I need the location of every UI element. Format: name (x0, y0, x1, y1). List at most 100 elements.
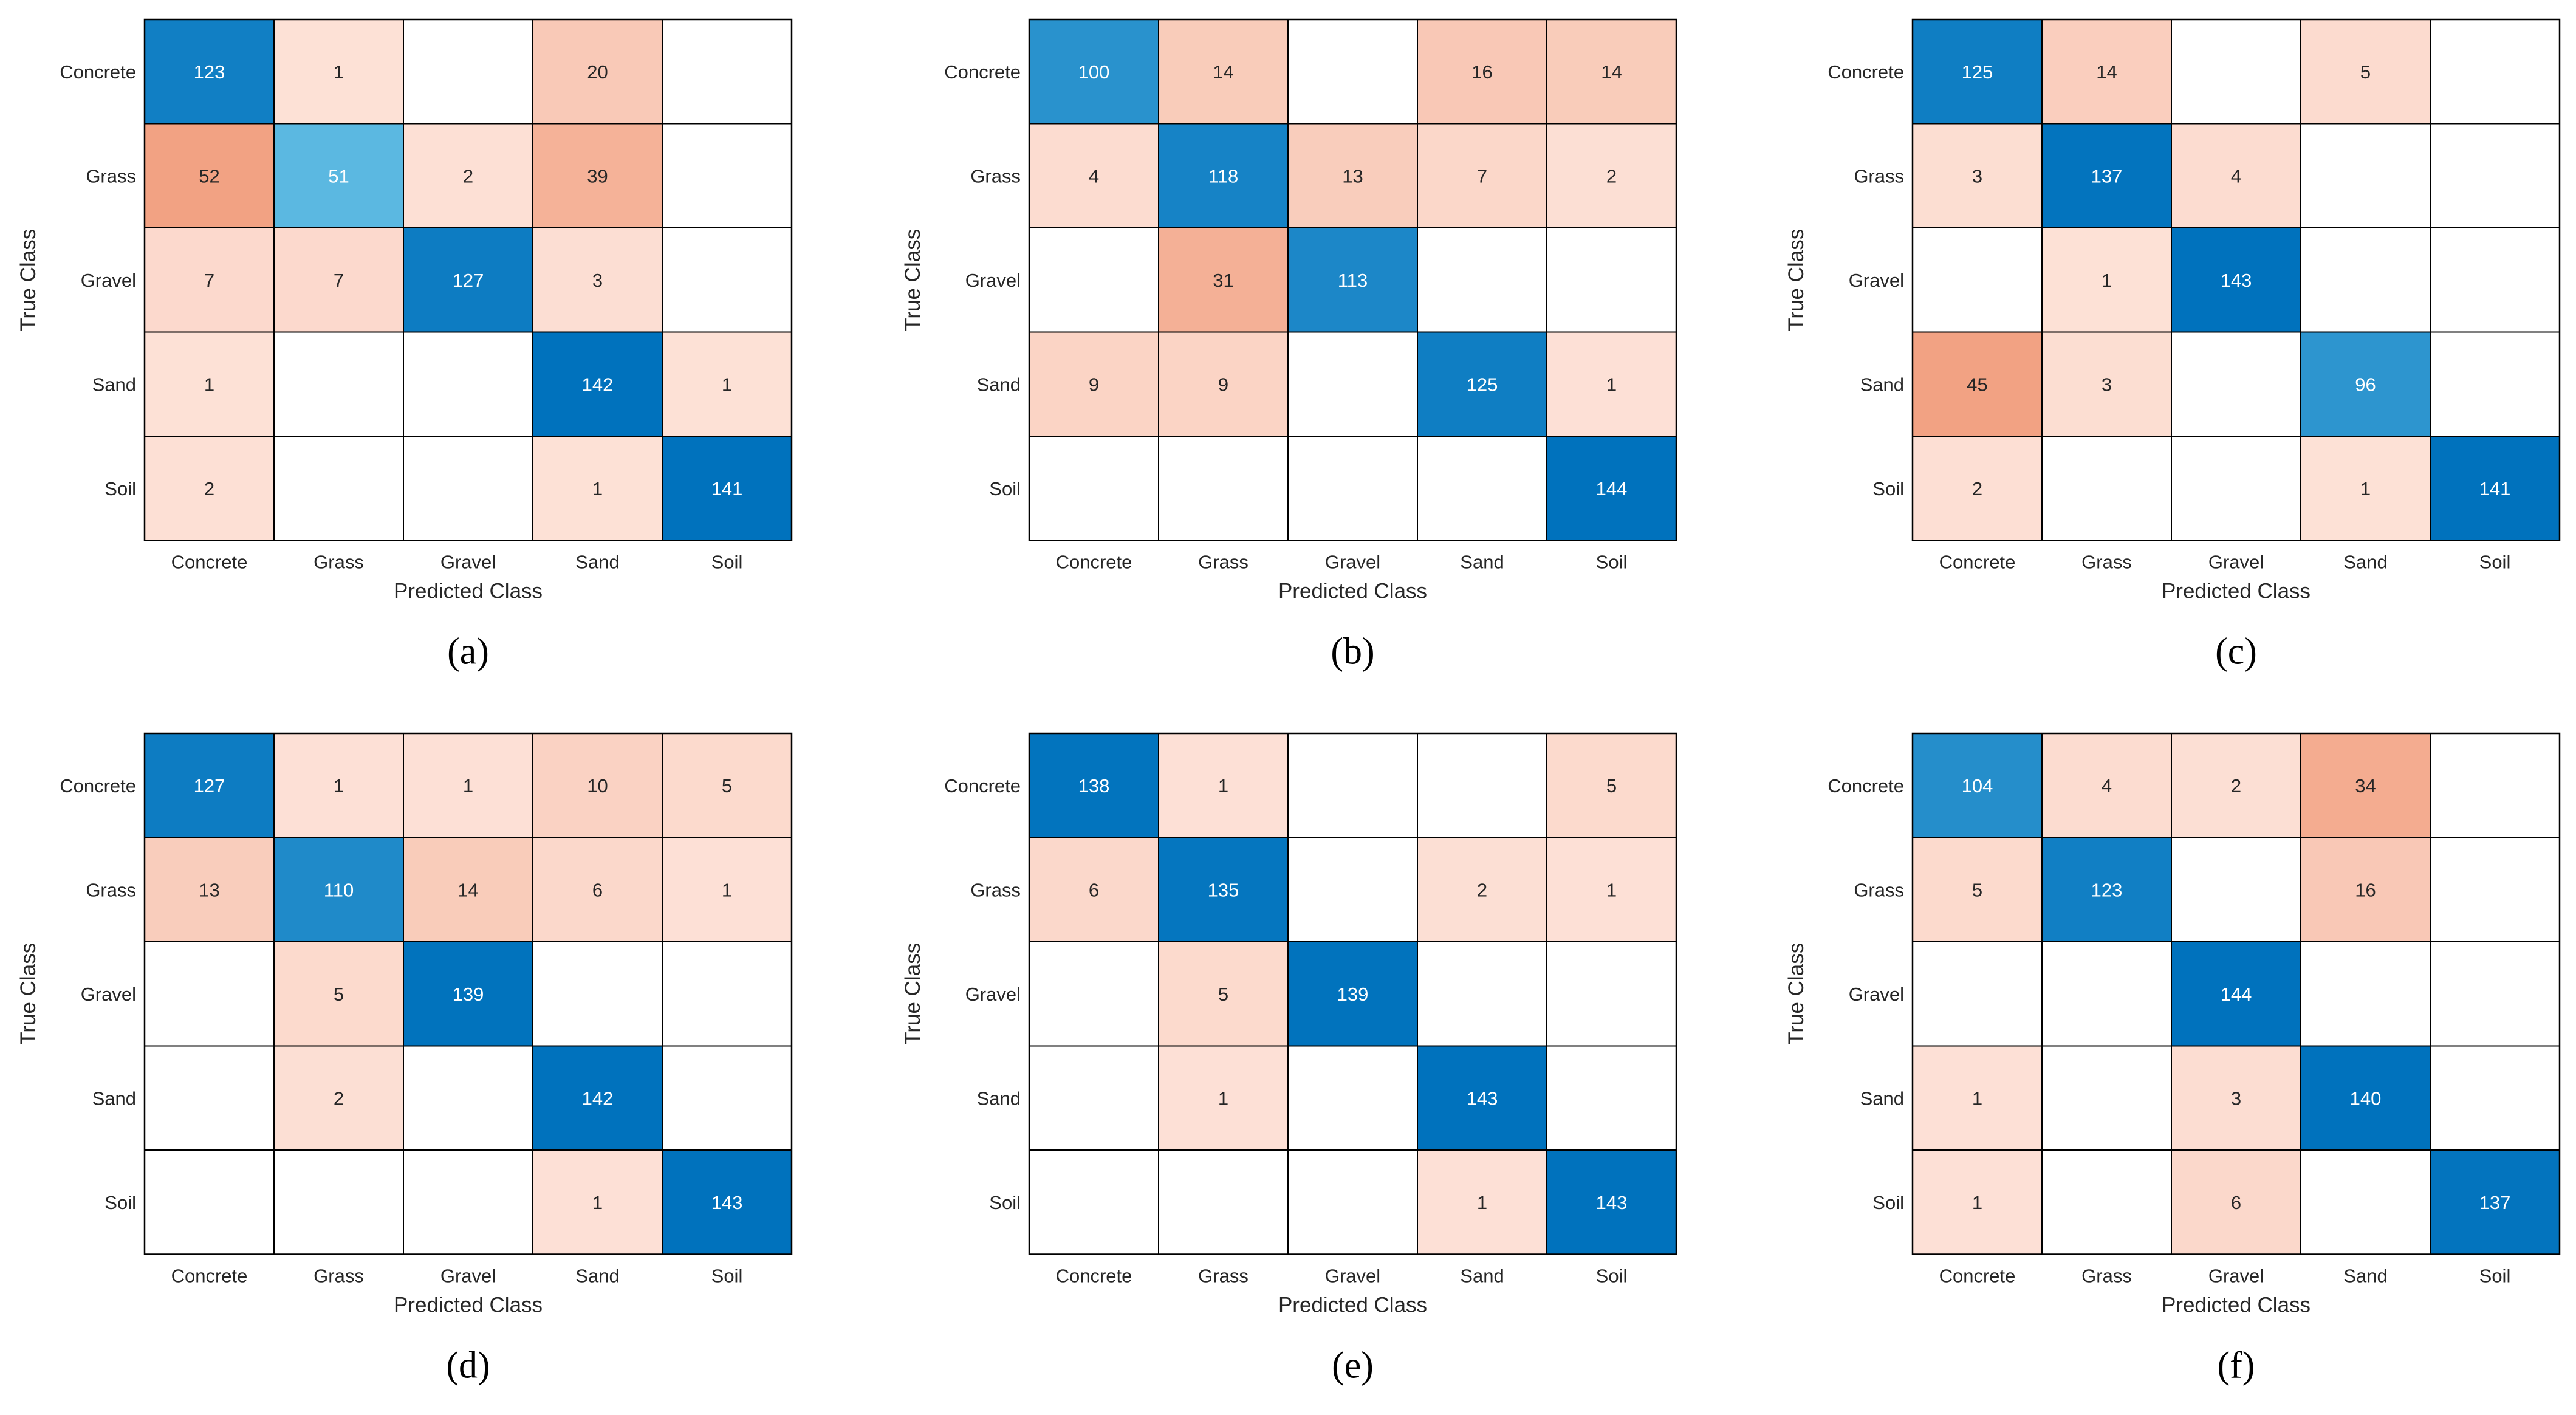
cell-value-label: 118 (1208, 165, 1238, 187)
column-tick-label: Soil (1596, 552, 1628, 573)
column-tick-label: Gravel (440, 552, 496, 573)
column-tick-label: Sand (2343, 552, 2387, 573)
matrix-cell (273, 331, 404, 437)
cell-value-label: 144 (2221, 984, 2252, 1005)
column-tick-label: Concrete (171, 1266, 248, 1287)
column-tick-label: Soil (711, 1266, 743, 1287)
cell-value-label: 9 (1089, 374, 1099, 395)
cell-value-label: 144 (1596, 478, 1628, 499)
cell-value-label: 14 (2096, 61, 2117, 83)
matrix-cell (1912, 331, 2043, 437)
matrix-cell (1417, 436, 1547, 541)
matrix-cell (662, 1045, 792, 1151)
matrix-cell (1029, 941, 1159, 1047)
matrix-cell (532, 837, 663, 942)
matrix-border (143, 732, 793, 1255)
cell-value-label: 20 (587, 61, 608, 83)
cell-value-label: 2 (1606, 165, 1617, 187)
matrix-cell (1546, 941, 1677, 1047)
x-axis-label: Predicted Class (394, 1293, 543, 1317)
matrix-cell (403, 1149, 533, 1255)
row-tick-label: Gravel (1849, 270, 1904, 291)
matrix-cell (1287, 436, 1418, 541)
row-tick-label: Concrete (944, 775, 1021, 797)
matrix-cell (2300, 227, 2431, 333)
cell-value-label: 143 (1596, 1192, 1628, 1213)
cell-value-label: 5 (334, 984, 344, 1005)
matrix-cell (1158, 331, 1289, 437)
row-tick-label: Sand (977, 374, 1021, 395)
matrix-border (1911, 18, 2561, 541)
cell-value-label: 125 (1962, 61, 1993, 83)
panel-caption: (f) (2218, 1345, 2255, 1386)
cell-value-label: 142 (582, 374, 614, 395)
cell-value-label: 127 (453, 270, 484, 291)
matrix-cell (273, 123, 404, 228)
matrix-cell (144, 941, 275, 1047)
column-tick-label: Gravel (440, 1266, 496, 1287)
column-tick-label: Concrete (1056, 1266, 1132, 1287)
matrix-cell (1912, 436, 2043, 541)
cell-value-label: 14 (1601, 61, 1622, 83)
matrix-cell (532, 436, 663, 541)
panel-caption: (b) (1331, 631, 1374, 673)
matrix-cell (2430, 941, 2560, 1047)
row-tick-label: Soil (104, 1192, 136, 1213)
cell-value-label: 1 (1606, 374, 1617, 395)
matrix-cell (2300, 436, 2431, 541)
matrix-cell (144, 123, 275, 228)
matrix-cell (1546, 123, 1677, 228)
matrix-cell (1287, 19, 1418, 125)
panel-caption: (a) (447, 631, 489, 673)
row-tick-label: Sand (92, 1088, 136, 1109)
matrix-cell (1158, 1149, 1289, 1255)
column-tick-label: Grass (313, 552, 364, 573)
matrix-cell (144, 733, 275, 838)
matrix-cell (1029, 123, 1159, 228)
row-tick-label: Gravel (81, 984, 136, 1005)
matrix-cell (1417, 227, 1547, 333)
matrix-cell (2041, 227, 2172, 333)
cell-value-label: 3 (2231, 1088, 2241, 1109)
cell-value-label: 1 (2102, 270, 2112, 291)
matrix-cell (1912, 1149, 2043, 1255)
cell-value-label: 113 (1338, 270, 1368, 291)
matrix-cell (2430, 123, 2560, 228)
cell-value-label: 4 (2231, 165, 2241, 187)
cell-value-label: 138 (1078, 775, 1110, 797)
row-tick-label: Soil (104, 478, 136, 499)
matrix-cell (662, 331, 792, 437)
matrix-cell (2430, 436, 2560, 541)
matrix-cell (1417, 837, 1547, 942)
column-tick-label: Sand (2343, 1266, 2387, 1287)
matrix-cell (144, 19, 275, 125)
matrix-cell (1417, 331, 1547, 437)
matrix-cell (144, 436, 275, 541)
row-tick-label: Gravel (965, 984, 1021, 1005)
matrix-cell (1158, 123, 1289, 228)
cell-value-label: 1 (334, 61, 344, 83)
matrix-cell (2430, 331, 2560, 437)
matrix-cell (2430, 19, 2560, 125)
cell-value-label: 7 (1477, 165, 1487, 187)
matrix-cell (2300, 123, 2431, 228)
cell-value-label: 5 (1972, 879, 1982, 900)
cell-value-label: 135 (1208, 879, 1239, 900)
x-axis-label: Predicted Class (394, 580, 543, 603)
cell-value-label: 2 (204, 478, 214, 499)
cell-value-label: 1 (334, 775, 344, 797)
cell-value-label: 14 (1213, 61, 1233, 83)
cell-value-label: 34 (2355, 775, 2376, 797)
matrix-cell (662, 123, 792, 228)
y-axis-label: True Class (16, 943, 40, 1045)
column-tick-label: Grass (1198, 1266, 1249, 1287)
cell-value-label: 100 (1078, 61, 1110, 83)
matrix-cell (662, 837, 792, 942)
matrix-cell (273, 436, 404, 541)
column-tick-label: Soil (1596, 1266, 1628, 1287)
matrix-cell (2171, 837, 2301, 942)
cell-value-label: 143 (711, 1192, 743, 1213)
cell-value-label: 16 (1471, 61, 1492, 83)
